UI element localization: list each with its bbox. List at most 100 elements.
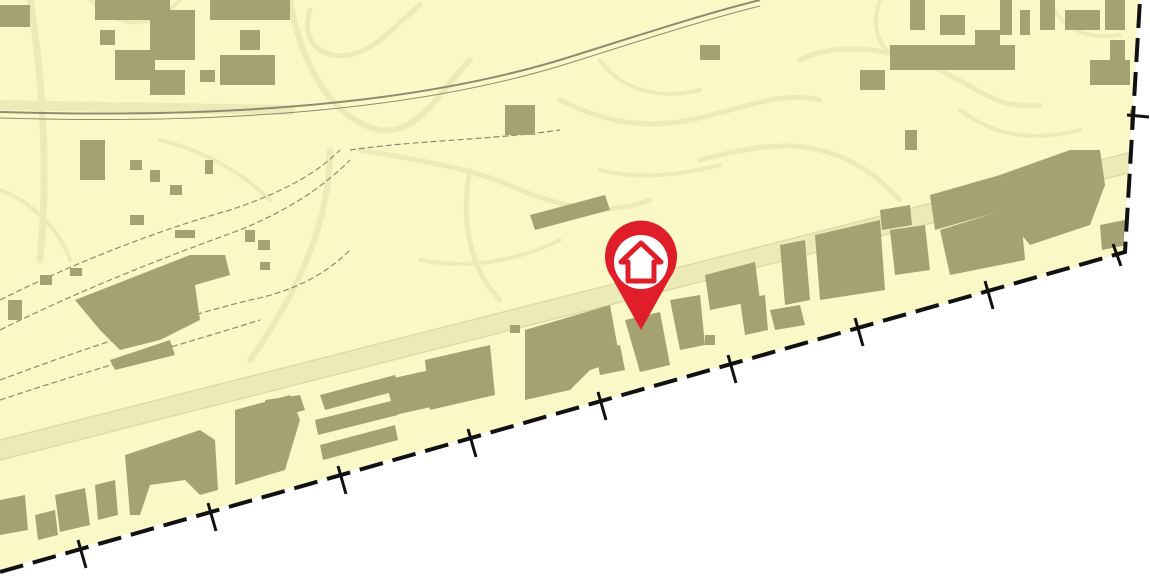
building	[815, 220, 885, 300]
frame-tick	[466, 428, 478, 458]
road-segment	[26, 0, 48, 264]
road-segment	[557, 94, 823, 127]
building	[8, 300, 22, 320]
building	[940, 205, 1025, 275]
building	[625, 312, 670, 372]
home-location-pin-icon[interactable]	[605, 220, 677, 330]
building	[55, 488, 90, 532]
home-icon	[618, 240, 664, 284]
road-segment	[287, 0, 473, 134]
building	[670, 295, 705, 350]
road-segment	[304, 2, 423, 59]
building	[705, 262, 760, 310]
building	[70, 268, 82, 276]
building	[110, 340, 175, 370]
building	[740, 295, 768, 335]
building	[0, 495, 28, 535]
building	[880, 205, 912, 230]
building	[220, 55, 275, 85]
building	[1105, 0, 1125, 30]
road-segment	[598, 163, 722, 178]
frame-tick	[596, 391, 608, 421]
frame-tick	[726, 354, 738, 384]
building	[265, 395, 305, 420]
building	[860, 70, 885, 90]
frame-tick	[336, 465, 348, 495]
building	[890, 225, 930, 275]
road-segment	[357, 147, 653, 212]
railway-track	[0, 0, 761, 115]
road-segment	[418, 238, 562, 266]
building	[905, 130, 917, 150]
building	[425, 345, 495, 410]
building	[770, 305, 805, 330]
building	[315, 400, 398, 435]
building	[150, 10, 195, 60]
railway-track	[0, 159, 351, 331]
building	[975, 30, 1000, 50]
railway-track	[0, 5, 761, 121]
building	[150, 70, 185, 95]
building	[35, 510, 58, 540]
building	[1000, 150, 1105, 245]
building	[930, 175, 1005, 230]
building	[940, 15, 965, 35]
building	[170, 185, 182, 195]
building	[75, 255, 230, 350]
building	[1110, 40, 1125, 60]
buildings	[0, 0, 1140, 540]
building	[40, 275, 52, 285]
building	[510, 325, 520, 333]
building	[1020, 10, 1030, 35]
building	[80, 140, 105, 180]
building	[210, 0, 290, 20]
building	[1040, 0, 1055, 30]
building	[525, 305, 620, 400]
building	[705, 335, 715, 345]
building	[595, 345, 625, 375]
building	[1000, 0, 1012, 35]
building	[125, 430, 218, 515]
frame-tick	[1126, 113, 1150, 119]
frame-tick	[76, 539, 88, 569]
road-segment	[697, 143, 903, 203]
building	[320, 375, 400, 410]
building	[205, 160, 213, 174]
building	[150, 170, 160, 182]
frame-tick	[206, 502, 218, 532]
building	[260, 262, 270, 270]
building	[780, 240, 810, 305]
building	[235, 395, 300, 485]
building	[100, 30, 115, 45]
building	[0, 5, 30, 27]
road-segment	[958, 108, 1082, 138]
building	[385, 370, 440, 415]
building	[700, 45, 720, 60]
building	[130, 160, 142, 170]
building	[130, 215, 144, 225]
building	[258, 240, 270, 250]
building	[245, 230, 255, 242]
railway-track	[0, 249, 351, 381]
building	[910, 0, 925, 30]
frame-tick	[1111, 243, 1123, 267]
frame-tick	[983, 280, 995, 310]
building	[1090, 60, 1130, 85]
road-segment	[598, 58, 702, 96]
building	[1100, 220, 1127, 250]
building	[175, 230, 195, 238]
building	[505, 105, 535, 135]
building	[530, 195, 610, 230]
frame-tick	[853, 317, 865, 347]
building	[95, 480, 118, 520]
road-segment	[247, 147, 333, 363]
building	[1065, 10, 1100, 30]
building	[115, 50, 155, 80]
road-segment	[158, 138, 272, 202]
building	[200, 70, 215, 82]
